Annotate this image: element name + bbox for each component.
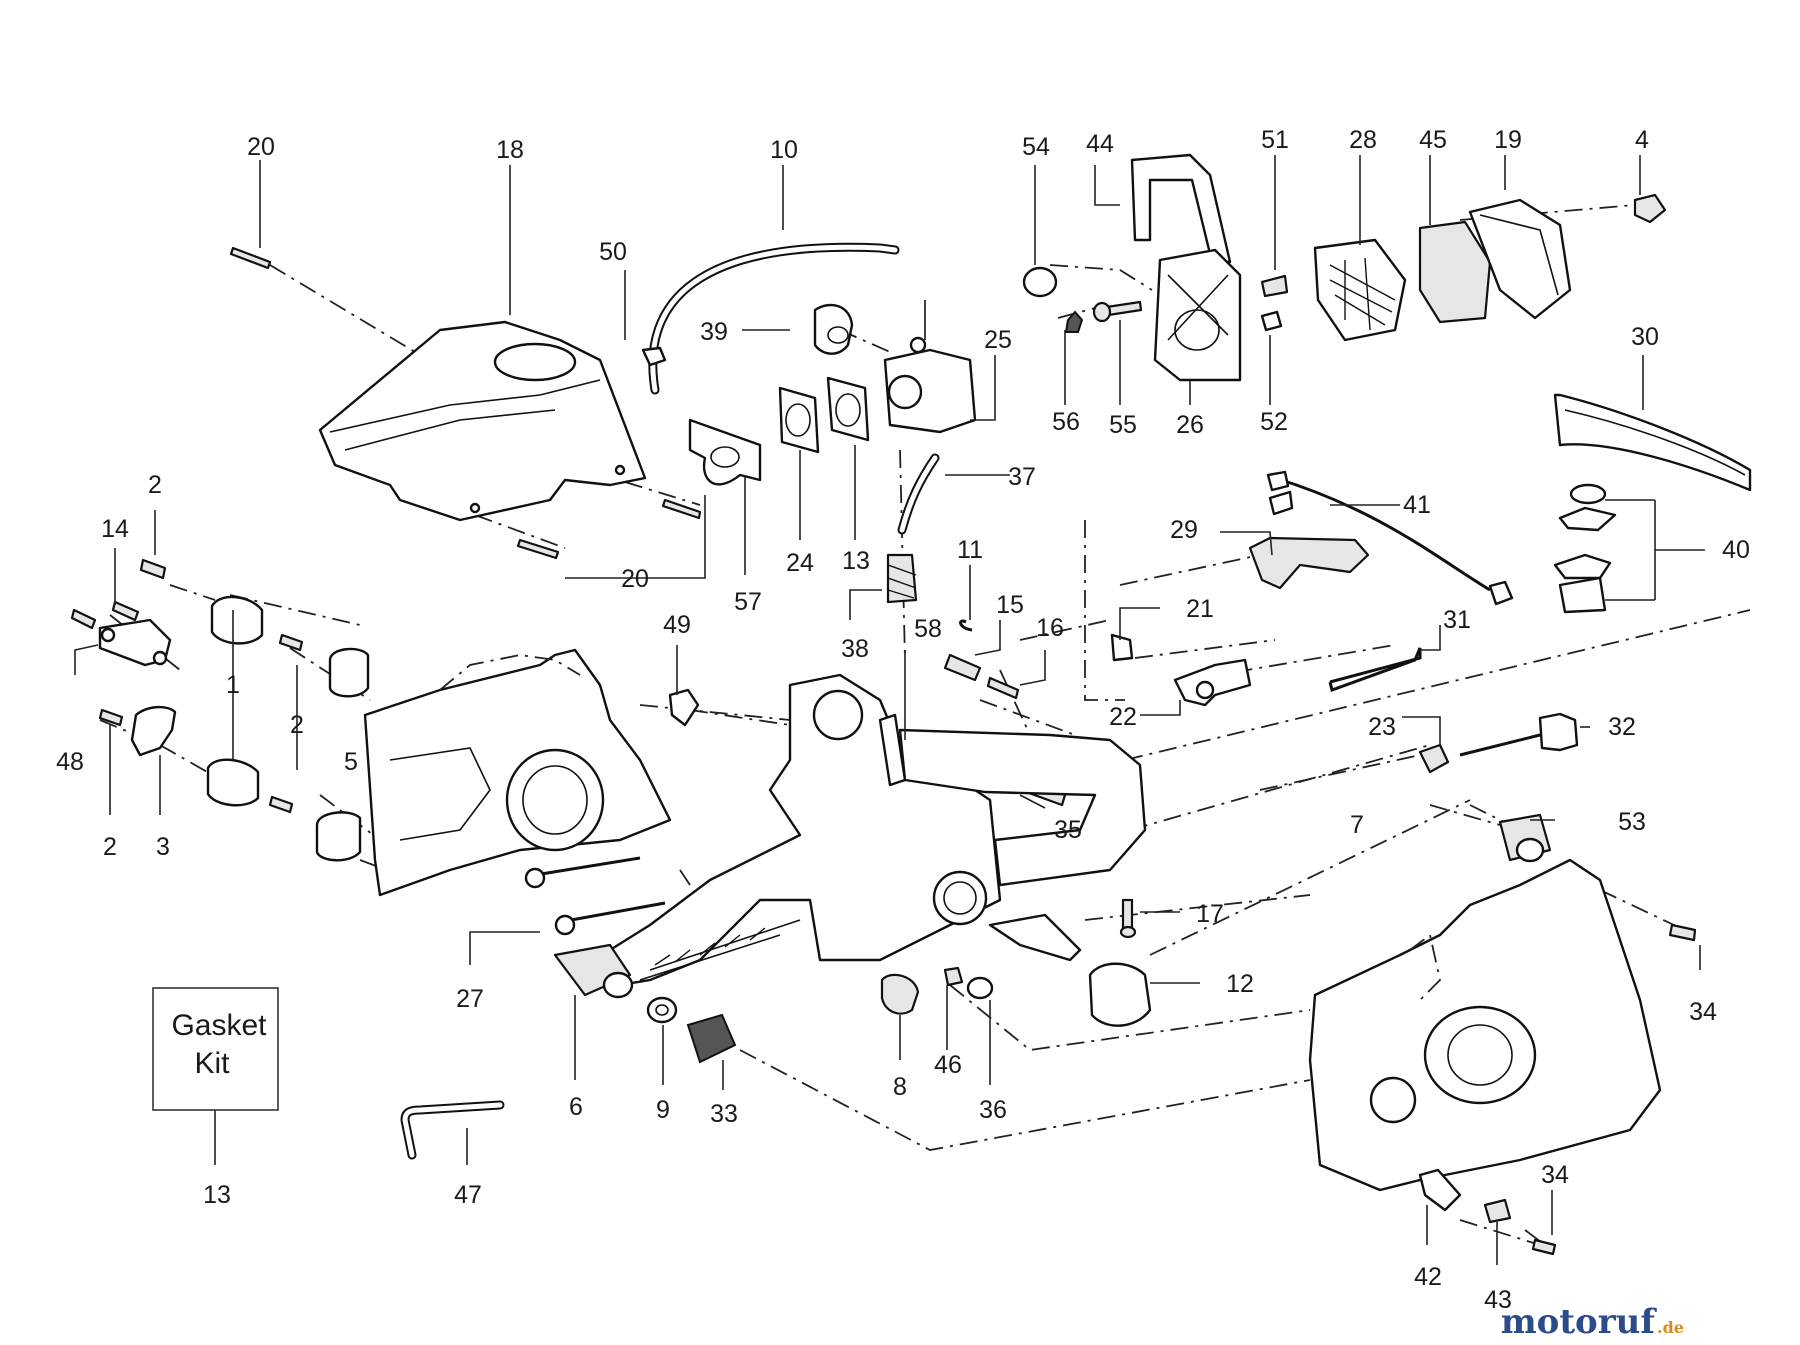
callout-label: 29	[1170, 516, 1198, 544]
callout-label: 32	[1608, 713, 1636, 741]
callout-label: 3	[156, 833, 170, 861]
callout-label: 48	[56, 748, 84, 776]
callout-label: 39	[700, 318, 728, 346]
callout-label: 52	[1260, 408, 1288, 436]
top-cover	[318, 320, 647, 522]
watermark-tld: .de	[1657, 1318, 1684, 1337]
callout-label: 50	[599, 238, 627, 266]
callout-label: 4	[1635, 126, 1649, 154]
callout-label: 44	[1086, 130, 1114, 158]
callout-label: 15	[996, 591, 1024, 619]
gasket-kit-line2: Kit	[194, 1047, 230, 1080]
callout-label: 57	[734, 588, 762, 616]
callout-label: 36	[979, 1096, 1007, 1124]
callout-label: 41	[1403, 491, 1431, 519]
watermark-logo: motoruf	[1501, 1302, 1658, 1342]
callout-label: 42	[1414, 1263, 1442, 1291]
callout-label: 20	[621, 565, 649, 593]
callout-label: 43	[1484, 1286, 1512, 1314]
callout-label: 53	[1618, 808, 1646, 836]
callout-label: 14	[101, 515, 129, 543]
gasket-kit-box: Gasket Kit	[152, 987, 279, 1111]
callout-label: 6	[569, 1093, 583, 1121]
callout-label: 35	[1054, 816, 1082, 844]
callout-label: 37	[1008, 463, 1036, 491]
callout-label: 12	[1226, 970, 1254, 998]
callout-label: 10	[770, 136, 798, 164]
callout-label: 56	[1052, 408, 1080, 436]
callout-label: 25	[984, 326, 1012, 354]
callout-label: 13	[842, 547, 870, 575]
callout-label: 17	[1196, 900, 1224, 928]
callout-numbers: 20 18 10 54 44 51 28 45 19 4 50 39 25 30…	[56, 126, 1750, 1314]
callout-label: 38	[841, 635, 869, 663]
callout-label: 21	[1186, 595, 1214, 623]
callout-label: 28	[1349, 126, 1377, 154]
callout-label: 13	[203, 1181, 231, 1209]
callout-label: 40	[1722, 536, 1750, 564]
callout-label: 33	[710, 1100, 738, 1128]
callout-label: 9	[656, 1096, 670, 1124]
callout-label: 46	[934, 1051, 962, 1079]
callout-label: 16	[1036, 614, 1064, 642]
callout-label: 1	[226, 671, 240, 699]
callout-label: 31	[1443, 606, 1471, 634]
callout-label: 34	[1541, 1161, 1569, 1189]
callout-label: 51	[1261, 126, 1289, 154]
callout-label: 58	[914, 615, 942, 643]
callout-label: 5	[344, 748, 358, 776]
callout-label: 2	[290, 711, 304, 739]
callout-label: 2	[103, 833, 117, 861]
callout-label: 11	[957, 536, 983, 564]
callout-label: 27	[456, 985, 484, 1013]
callout-label: 34	[1689, 998, 1717, 1026]
callout-label: 26	[1176, 411, 1204, 439]
callout-label: 30	[1631, 323, 1659, 351]
callout-label: 23	[1368, 713, 1396, 741]
gasket-kit-line1: Gasket	[171, 1009, 267, 1042]
leader-lines	[74, 155, 1705, 1265]
callout-label: 22	[1109, 703, 1137, 731]
watermark-name: motoruf	[1501, 1302, 1658, 1342]
callout-label: 55	[1109, 411, 1137, 439]
callout-label: 47	[454, 1181, 482, 1209]
callout-label: 2	[148, 471, 162, 499]
parts	[70, 153, 1752, 1256]
tank-housing	[608, 673, 1002, 987]
callout-label: 49	[663, 611, 691, 639]
callout-label: 18	[496, 136, 524, 164]
callout-label: 24	[786, 549, 814, 577]
callout-label: 20	[247, 133, 275, 161]
callout-label: 54	[1022, 133, 1050, 161]
callout-label: 8	[893, 1073, 907, 1101]
callout-label: 7	[1350, 811, 1364, 839]
callout-label: 45	[1419, 126, 1447, 154]
callout-label: 19	[1494, 126, 1522, 154]
